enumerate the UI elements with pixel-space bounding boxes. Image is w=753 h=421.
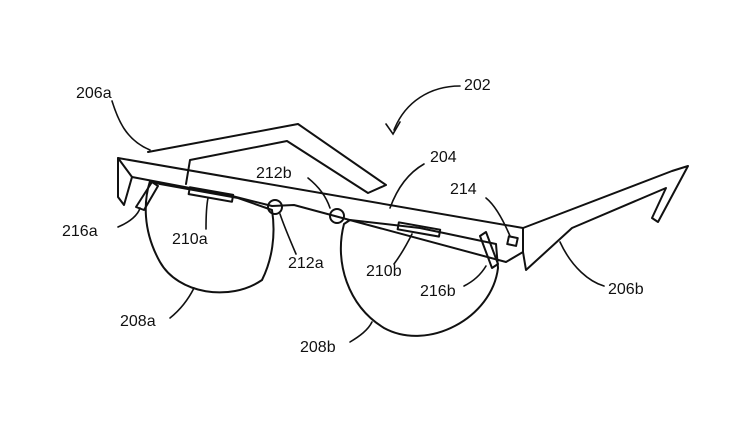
- leader-210a: [205, 197, 209, 230]
- label-212b: 212b: [256, 165, 292, 182]
- left-bridge-joint: [267, 199, 283, 215]
- leader-208b: [349, 321, 373, 343]
- front-frame-bar: [117, 157, 524, 263]
- leader-202-arrow: [393, 85, 461, 131]
- label-206b: 206b: [608, 281, 644, 298]
- left-lens-support: [135, 181, 159, 211]
- right-lens: [339, 219, 499, 337]
- label-202: 202: [464, 77, 491, 94]
- label-216a: 216a: [62, 223, 98, 240]
- label-214: 214: [450, 181, 477, 198]
- leader-210b: [393, 233, 413, 265]
- leader-206a: [111, 100, 151, 151]
- label-210b: 210b: [366, 263, 402, 280]
- leader-202-arrowhead: [385, 121, 401, 136]
- right-sensor: [396, 221, 442, 238]
- leader-216b: [463, 265, 487, 287]
- label-208b: 208b: [300, 339, 336, 356]
- left-lens: [144, 180, 275, 294]
- right-bridge-joint: [329, 208, 345, 224]
- right-lens-support: [479, 231, 499, 269]
- label-212a: 212a: [288, 255, 324, 272]
- left-sensor: [187, 186, 235, 203]
- label-216b: 216b: [420, 283, 456, 300]
- leader-212b: [307, 177, 331, 209]
- leader-208a: [169, 287, 195, 319]
- label-208a: 208a: [120, 313, 156, 330]
- leader-206b: [559, 241, 605, 287]
- frame-top-edge-detail: [117, 157, 133, 178]
- leader-212a: [279, 213, 297, 255]
- far-temple-arm: [147, 123, 387, 194]
- leader-214: [485, 197, 511, 237]
- leader-216a: [117, 207, 141, 228]
- near-temple-arm: [522, 165, 689, 271]
- component-214: [506, 235, 519, 247]
- leader-204: [389, 163, 425, 209]
- label-210a: 210a: [172, 231, 208, 248]
- label-204: 204: [430, 149, 457, 166]
- label-206a: 206a: [76, 85, 112, 102]
